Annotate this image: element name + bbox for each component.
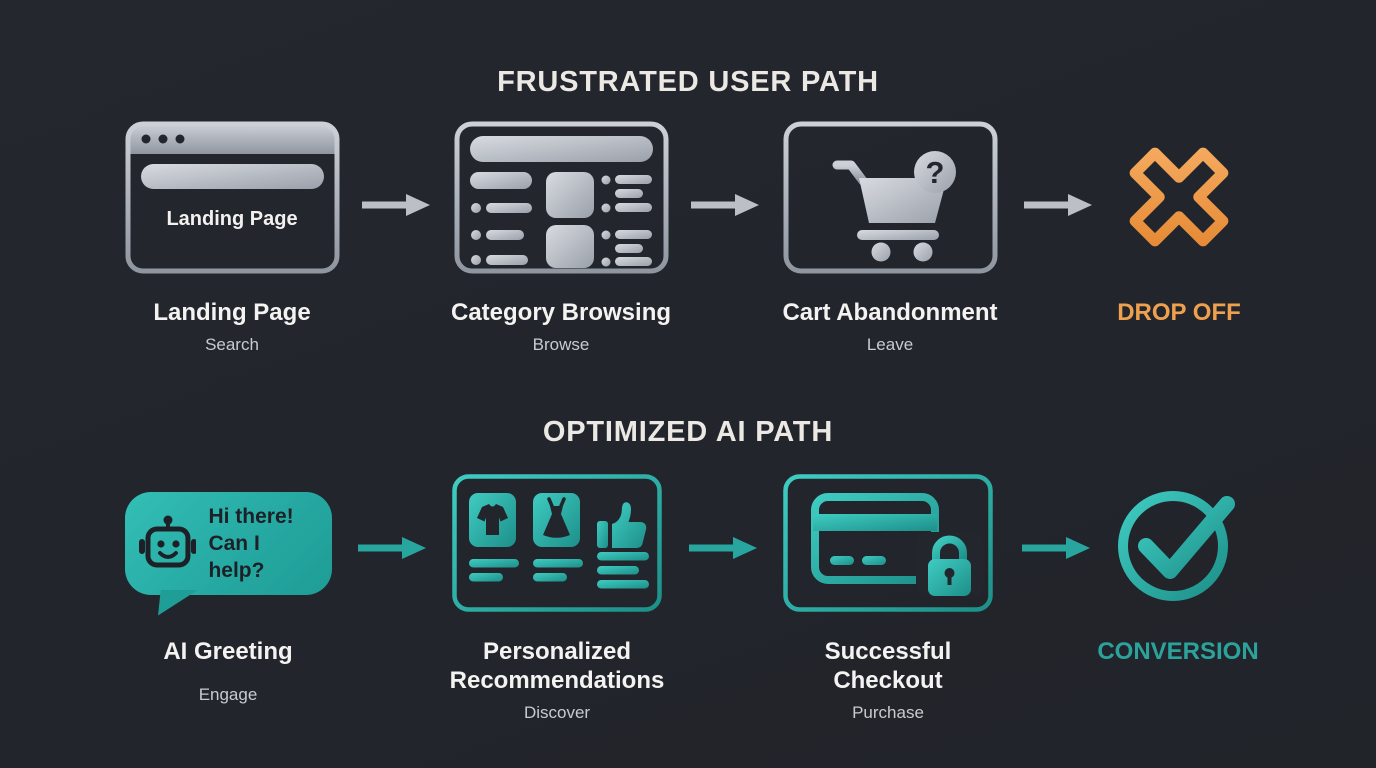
category-grid-icon xyxy=(454,118,669,276)
chat-bubble: Hi there! Can I help? xyxy=(124,491,332,595)
flow-arrow-icon xyxy=(362,194,430,216)
robot-icon xyxy=(138,515,197,568)
step-subtitle: Leave xyxy=(866,335,914,354)
step-subtitle: Browse xyxy=(532,335,590,354)
step-landing-page: Landing Page Landing Page Search xyxy=(92,118,372,355)
recommendations-icon xyxy=(452,471,662,615)
step-subtitle: Search xyxy=(205,335,259,354)
bubble-line-2: Can I help? xyxy=(208,531,265,582)
conversion-check-icon xyxy=(1113,471,1243,615)
outcome-conversion: CONVERSION xyxy=(1038,471,1318,677)
step-title: Cart Abandonment xyxy=(782,299,998,326)
flow-arrow-icon xyxy=(1024,194,1092,216)
bubble-line-1: Hi there! xyxy=(208,504,294,528)
browser-page-label: Landing Page xyxy=(166,207,298,230)
step-subtitle: Engage xyxy=(198,685,258,704)
browser-window-icon: Landing Page xyxy=(125,118,340,276)
section-title-frustrated: FRUSTRATED USER PATH xyxy=(497,66,879,98)
cart-question-icon: ? xyxy=(783,118,998,276)
outcome-label: DROP OFF xyxy=(1117,299,1241,326)
outcome-drop-off: DROP OFF xyxy=(1039,118,1319,327)
step-ai-greeting: Hi there! Can I help? AI Greeting Engage xyxy=(88,471,368,705)
flow-arrow-icon xyxy=(358,537,426,559)
drop-off-x-icon xyxy=(1120,118,1238,276)
step-subtitle: Purchase xyxy=(852,703,924,722)
flow-arrow-icon xyxy=(691,194,759,216)
flow-arrow-icon xyxy=(1022,537,1090,559)
step-successful-checkout: Successful Checkout Purchase xyxy=(748,471,1028,723)
step-title: AI Greeting xyxy=(163,638,293,665)
step-category-browsing: Category Browsing Browse xyxy=(421,118,701,355)
step-title: Personalized Recommendations xyxy=(449,638,665,694)
step-cart-abandonment: ? Cart Abandonment Leave xyxy=(750,118,1030,355)
section-title-optimized: OPTIMIZED AI PATH xyxy=(542,416,834,448)
chat-bubble-robot-icon: Hi there! Can I help? xyxy=(124,471,332,616)
step-title: Landing Page xyxy=(153,299,311,326)
outcome-label: CONVERSION xyxy=(1097,638,1259,665)
checkout-card-lock-icon xyxy=(783,471,993,615)
step-subtitle: Discover xyxy=(523,703,591,722)
question-mark: ? xyxy=(925,155,944,190)
flow-arrow-icon xyxy=(689,537,757,559)
step-title: Category Browsing xyxy=(450,299,672,326)
step-title: Successful Checkout xyxy=(824,638,952,694)
step-personalized-recommendations: Personalized Recommendations Discover xyxy=(417,471,697,723)
